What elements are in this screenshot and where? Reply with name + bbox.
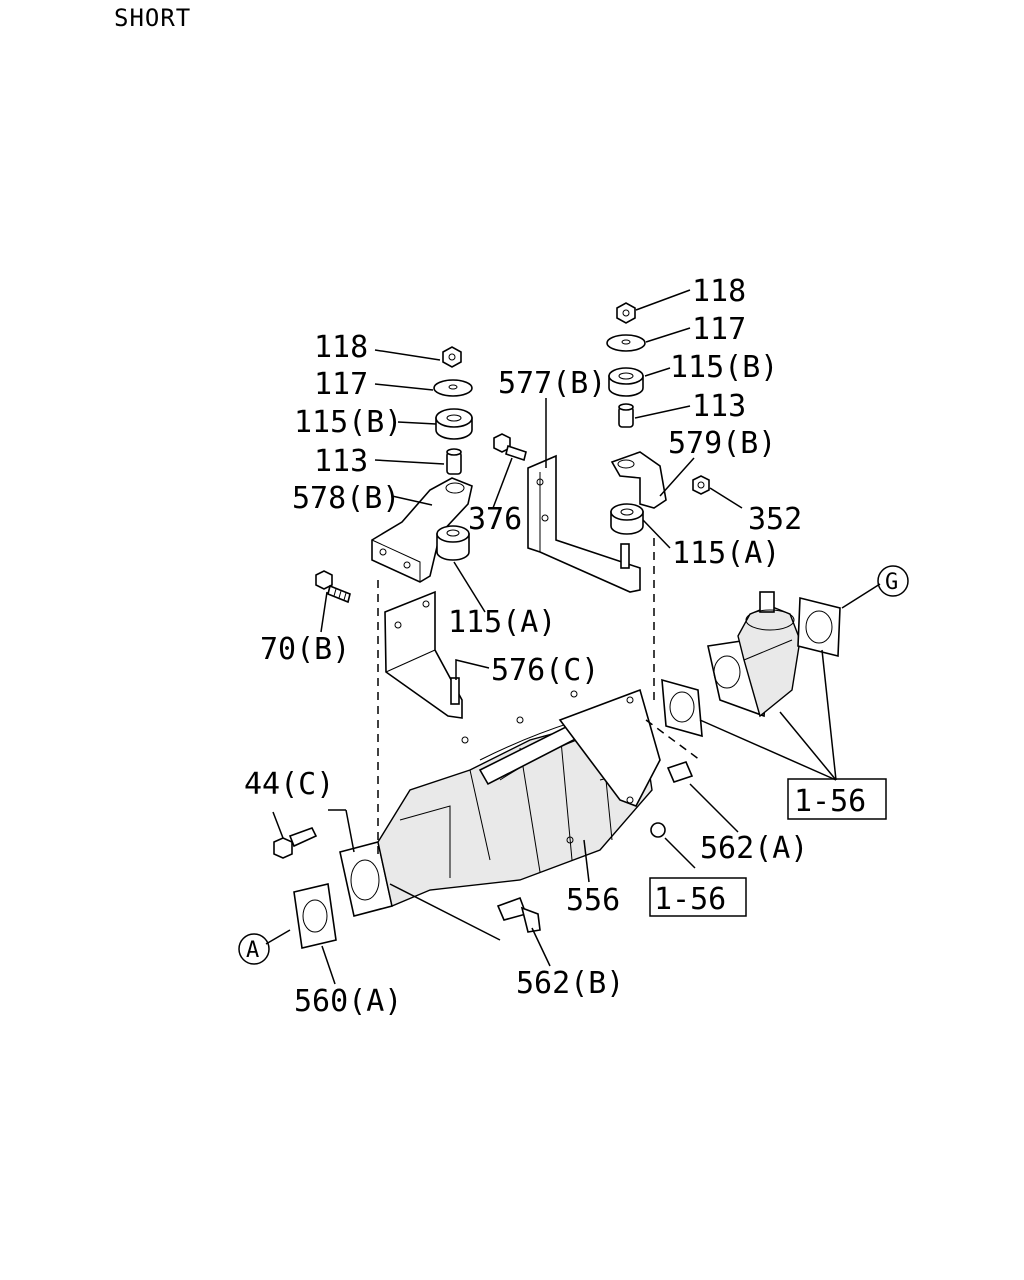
nut-118-right <box>616 302 636 324</box>
cushion-115b-left <box>435 408 473 440</box>
diagram-header: SHORT <box>114 4 192 32</box>
connector-a-label: A <box>246 938 259 963</box>
label-560a: 560(A) <box>294 984 402 1019</box>
label-115b-left: 115(B) <box>294 405 402 440</box>
ref-1-56-right[interactable]: 1-56 <box>794 784 866 819</box>
cushion-115a-left <box>436 525 470 561</box>
label-376: 376 <box>468 502 522 537</box>
ref-1-56-center[interactable]: 1-56 <box>654 882 726 917</box>
label-556: 556 <box>566 883 620 918</box>
gasket-right-top <box>797 596 841 658</box>
connector-circle-a <box>238 933 270 965</box>
gasket-right-small <box>661 678 703 738</box>
label-352: 352 <box>748 502 802 537</box>
ref-box-1-56-right <box>787 778 887 820</box>
label-113-left: 113 <box>314 444 368 479</box>
collar-113-left <box>446 448 462 475</box>
washer-117-right <box>606 334 646 352</box>
label-115a-right: 115(A) <box>672 536 780 571</box>
cushion-115a-right <box>610 503 644 535</box>
nut-118-left <box>442 346 462 368</box>
collar-113-right <box>618 403 634 428</box>
bracket-576c <box>384 590 463 719</box>
label-44c: 44(C) <box>244 767 334 802</box>
bracket-578b <box>371 477 473 583</box>
label-577b: 577(B) <box>498 366 606 401</box>
label-118-right: 118 <box>692 274 746 309</box>
sensor-562b <box>496 896 541 933</box>
ref-box-1-56-center <box>649 877 747 917</box>
bracket-577b <box>527 454 641 593</box>
turbo-outlet-block <box>707 591 801 718</box>
connector-circle-g <box>877 565 909 597</box>
bolt-376 <box>493 433 527 462</box>
label-70b: 70(B) <box>260 632 350 667</box>
bracket-579b <box>610 451 667 509</box>
connector-g-label: G <box>885 570 898 595</box>
label-576c: 576(C) <box>491 653 599 688</box>
sensor-562a-pipe <box>650 761 694 838</box>
label-118-left: 118 <box>314 330 368 365</box>
bolt-70b <box>315 570 351 604</box>
label-113-right: 113 <box>692 389 746 424</box>
label-562a: 562(A) <box>700 831 808 866</box>
nut-352 <box>692 475 710 495</box>
washer-117-left <box>433 379 473 397</box>
dpf-converter-556 <box>339 688 661 917</box>
cushion-115b-right <box>608 367 644 397</box>
label-117-right: 117 <box>692 312 746 347</box>
gasket-560a <box>293 883 337 949</box>
label-115a-left: 115(A) <box>448 605 556 640</box>
label-117-left: 117 <box>314 367 368 402</box>
label-579b: 579(B) <box>668 426 776 461</box>
label-115b-right: 115(B) <box>670 350 778 385</box>
label-578b: 578(B) <box>292 481 400 516</box>
label-562b: 562(B) <box>516 966 624 1001</box>
